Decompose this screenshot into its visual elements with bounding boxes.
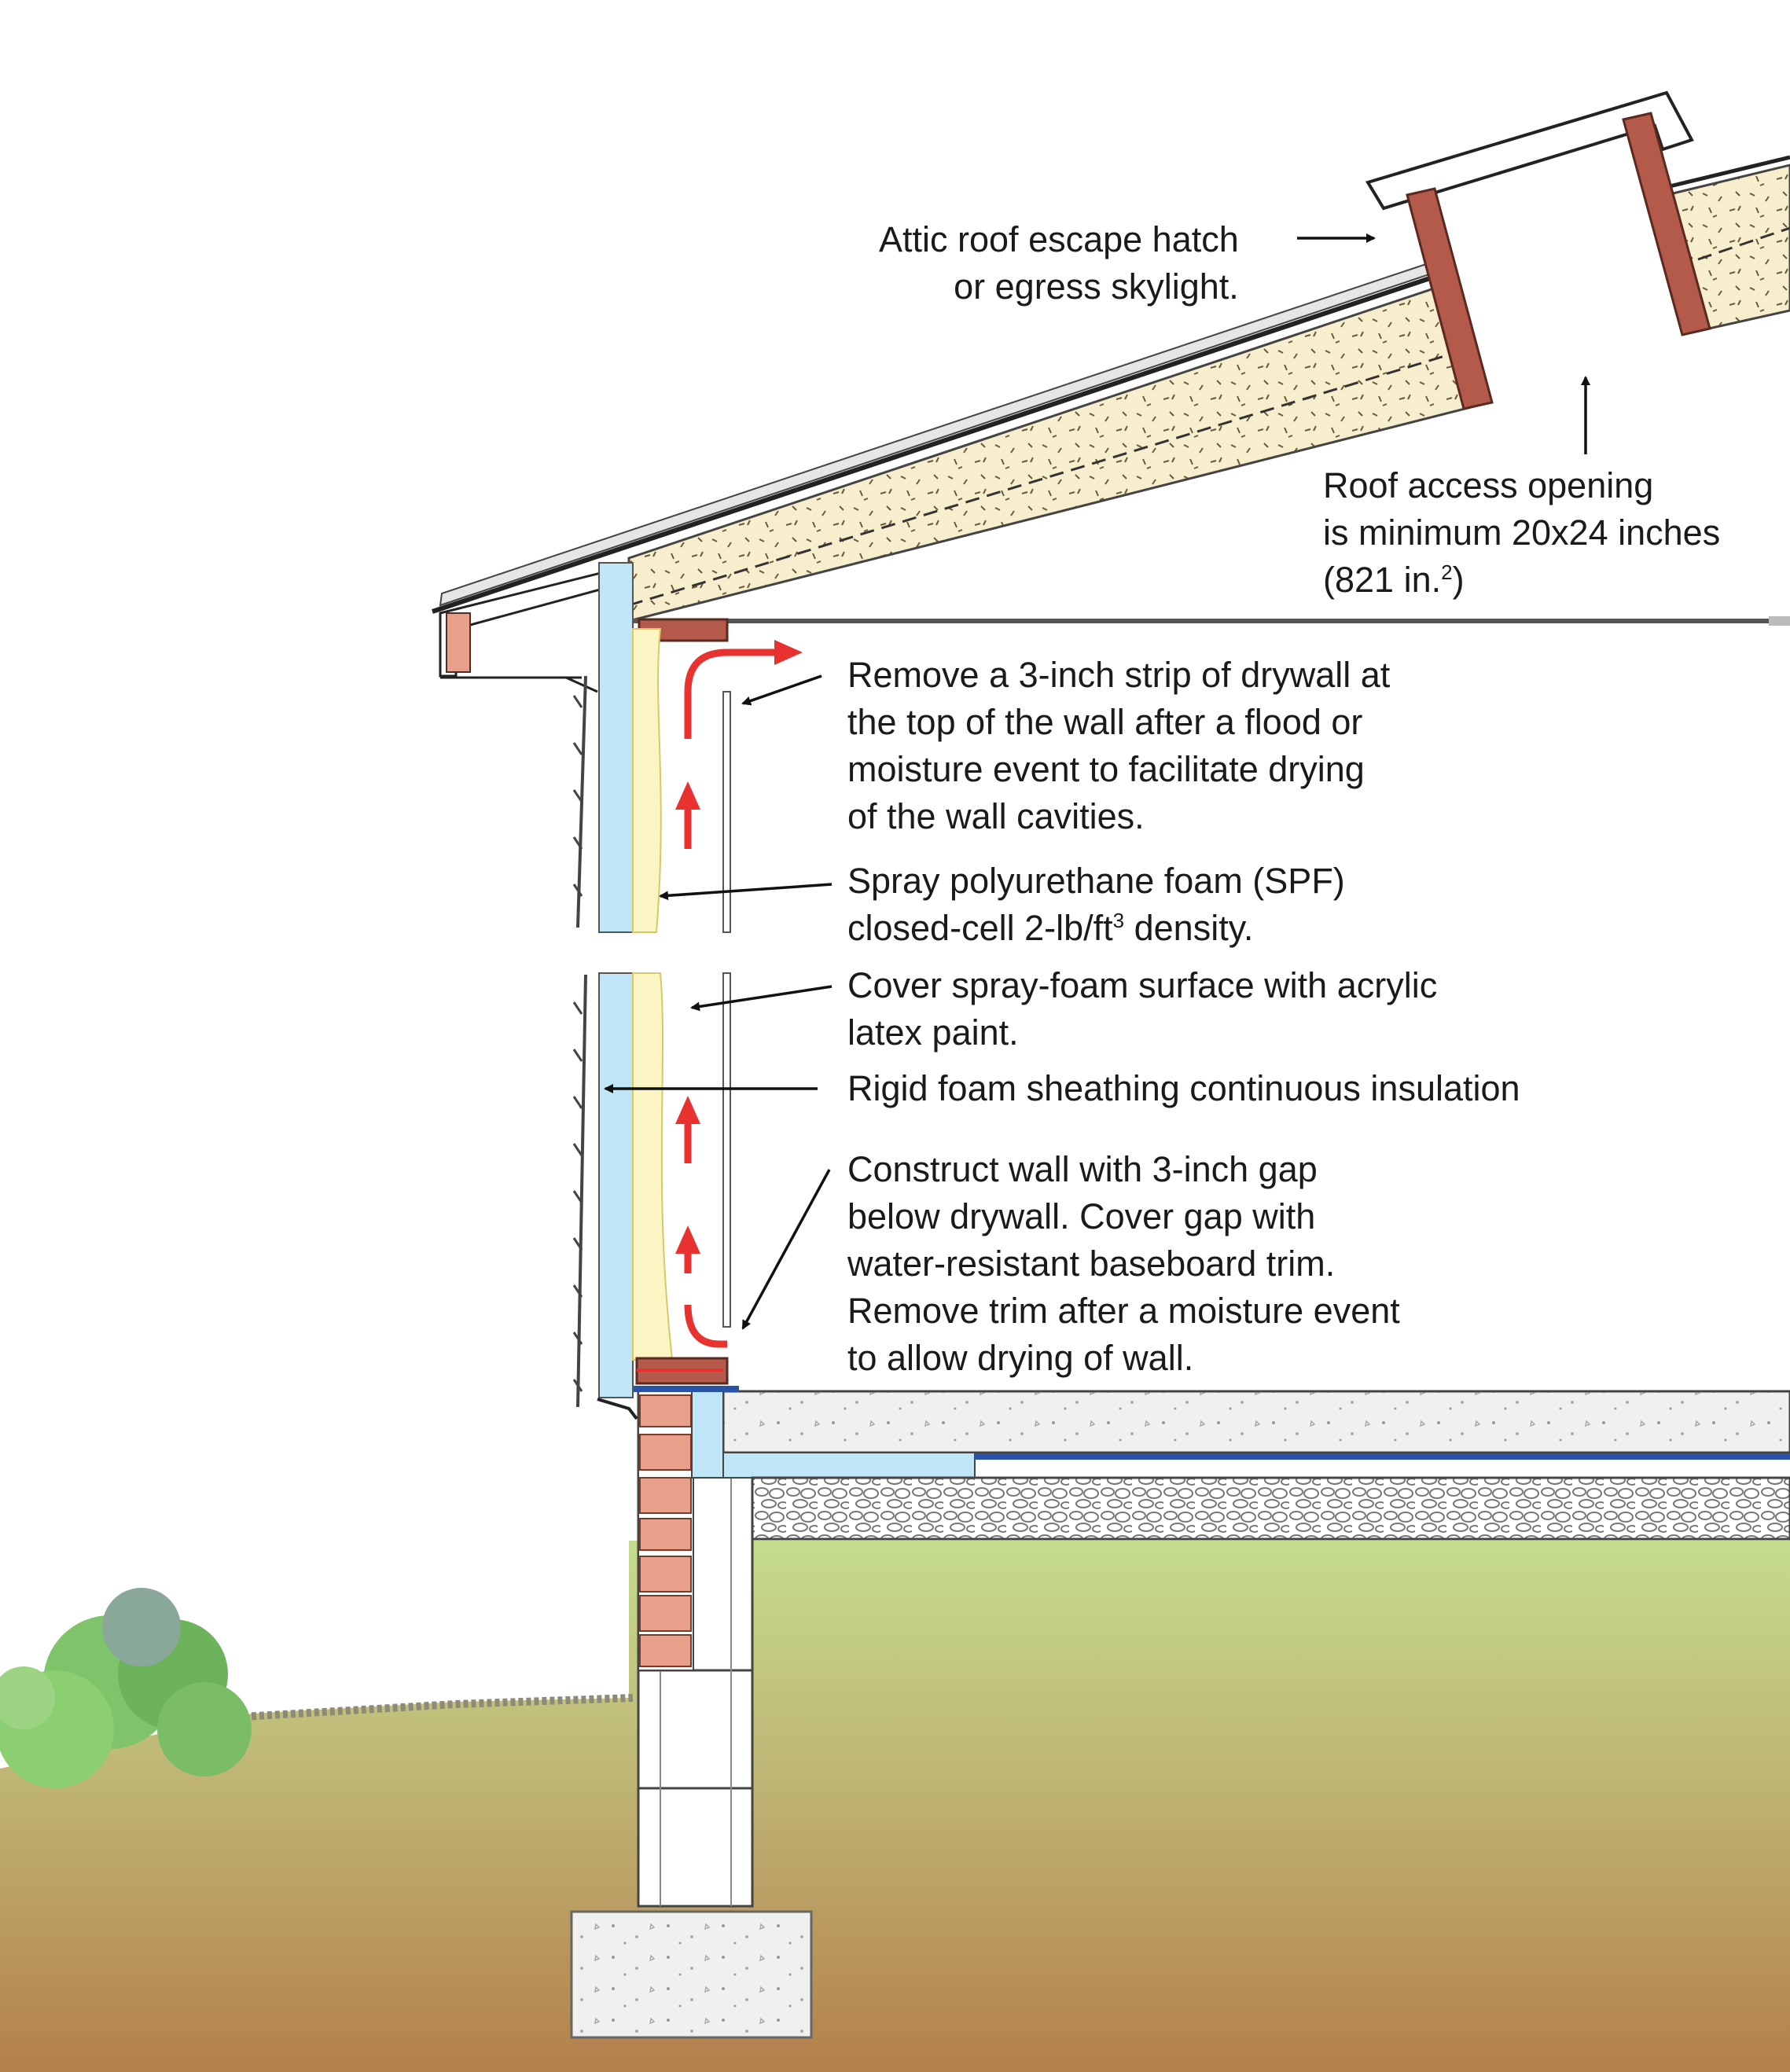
label-drywall-line1: Remove a 3-inch strip of drywall at [847,655,1391,695]
label-spf-line2: closed-cell 2-lb/ft3 density. [847,905,1345,952]
label-opening-sup: 2 [1441,560,1453,584]
label-opening-line3-post: ) [1452,560,1465,600]
floor-slab [633,1386,1790,1541]
label-paint-line2: latex paint. [847,1012,1019,1053]
label-paint: Cover spray-foam surface with acrylic la… [847,962,1437,1056]
label-opening-line1: Roof access opening [1323,465,1654,505]
airflow-arrow-icon [675,640,803,1348]
label-drywall-strip: Remove a 3-inch strip of drywall at the … [847,652,1390,840]
label-gap-line3: water-resistant baseboard trim. [847,1244,1336,1284]
label-opening-line3-pre: (821 in. [1323,560,1442,600]
label-hatch-line1: Attic roof escape hatch [879,219,1239,259]
shrub-icon [0,1588,252,1788]
label-paint-line1: Cover spray-foam surface with acrylic [847,965,1438,1005]
label-gap-line5: to allow drying of wall. [847,1338,1194,1378]
leader-arrow-icon [604,233,1590,1330]
label-gap-line1: Construct wall with 3-inch gap [847,1149,1318,1189]
label-spf-sup: 3 [1112,909,1125,932]
label-opening-line2: is minimum 20x24 inches [1323,512,1721,553]
wall-assembly [572,562,755,1420]
label-gap-line2: below drywall. Cover gap with [847,1196,1316,1236]
label-spf-line2-pre: closed-cell 2-lb/ft [847,908,1113,948]
label-roof-opening: Roof access opening is minimum 20x24 inc… [1323,462,1720,604]
label-rigid-line1: Rigid foam sheathing continuous insulati… [847,1068,1520,1108]
ground [0,1541,1790,2072]
label-drywall-line4: of the wall cavities. [847,796,1145,836]
label-gap: Construct wall with 3-inch gap below dry… [847,1146,1400,1382]
label-spf-line2-post: density. [1124,908,1254,948]
label-rigid-foam: Rigid foam sheathing continuous insulati… [847,1065,1520,1112]
roof-assembly [432,90,1790,693]
label-hatch: Attic roof escape hatch or egress skylig… [879,216,1239,310]
label-gap-line4: Remove trim after a moisture event [847,1291,1400,1331]
label-drywall-line3: moisture event to facilitate drying [847,749,1365,789]
label-spf-line1: Spray polyurethane foam (SPF) [847,861,1345,901]
label-spf: Spray polyurethane foam (SPF) closed-cel… [847,858,1345,952]
concrete-footing [570,1910,813,2039]
label-opening-line3: (821 in.2) [1323,557,1720,604]
label-hatch-line2: or egress skylight. [954,266,1239,307]
label-drywall-line2: the top of the wall after a flood or [847,702,1363,742]
brick-veneer [638,1391,694,1671]
